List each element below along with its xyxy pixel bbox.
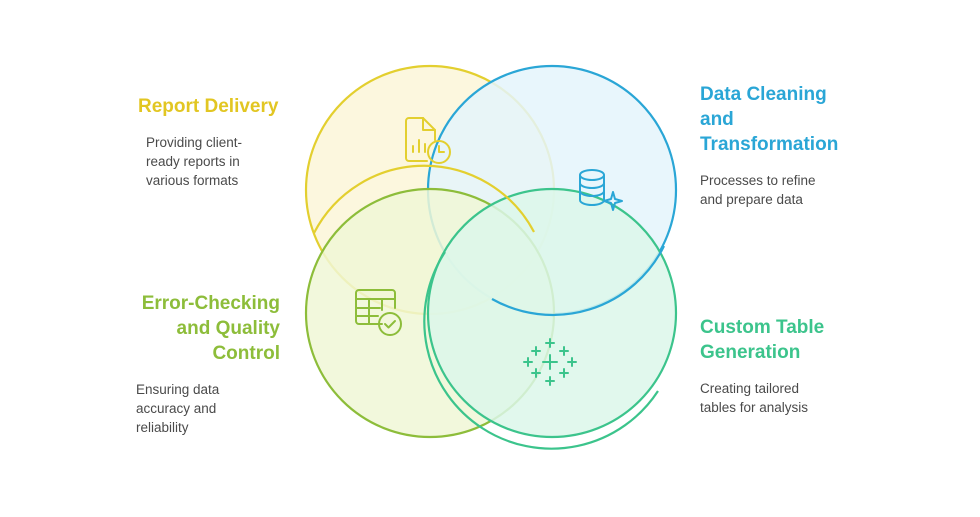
text-line: Control: [212, 343, 280, 364]
text-line: Providing client-: [146, 135, 243, 150]
text-line: and Quality: [176, 318, 280, 339]
report-delivery-block: Report Delivery Providing client-ready r…: [138, 94, 308, 190]
plus-grid-icon: [523, 338, 577, 386]
report-delivery-title: Report Delivery: [138, 94, 308, 119]
text-line: Error-Checking: [141, 293, 280, 314]
text-line: Report Delivery: [138, 96, 279, 117]
text-line: tables for analysis: [700, 400, 809, 415]
text-line: Creating tailored: [700, 381, 800, 396]
data-cleaning-description: Processes to refine and prepare data: [700, 171, 900, 209]
text-line: various formats: [146, 173, 239, 188]
custom-table-description: Creating tailored tables for analysis: [700, 379, 900, 417]
text-line: ready reports in: [146, 154, 240, 169]
custom-table-arc: [423, 251, 659, 450]
text-line: Processes to refine: [700, 173, 816, 188]
text-line: Custom Table: [700, 317, 825, 338]
report-delivery-arc: [313, 164, 535, 234]
text-line: and: [700, 109, 734, 130]
error-checking-description: Ensuring data accuracy and reliability: [60, 380, 232, 437]
data-cleaning-arc: [491, 245, 665, 317]
text-line: reliability: [136, 420, 189, 435]
text-line: Generation: [700, 342, 801, 363]
table-check-icon: [355, 289, 402, 336]
text-line: Ensuring data: [136, 382, 220, 397]
report-clock-icon: [405, 117, 451, 164]
text-line: Data Cleaning: [700, 84, 827, 105]
text-line: accuracy and: [136, 401, 217, 416]
report-delivery-description: Providing client-ready reports in various…: [138, 133, 308, 190]
custom-table-circle: [426, 187, 678, 439]
database-sparkle-icon: [579, 169, 623, 211]
text-line: Transformation: [700, 134, 839, 155]
text-line: and prepare data: [700, 192, 803, 207]
